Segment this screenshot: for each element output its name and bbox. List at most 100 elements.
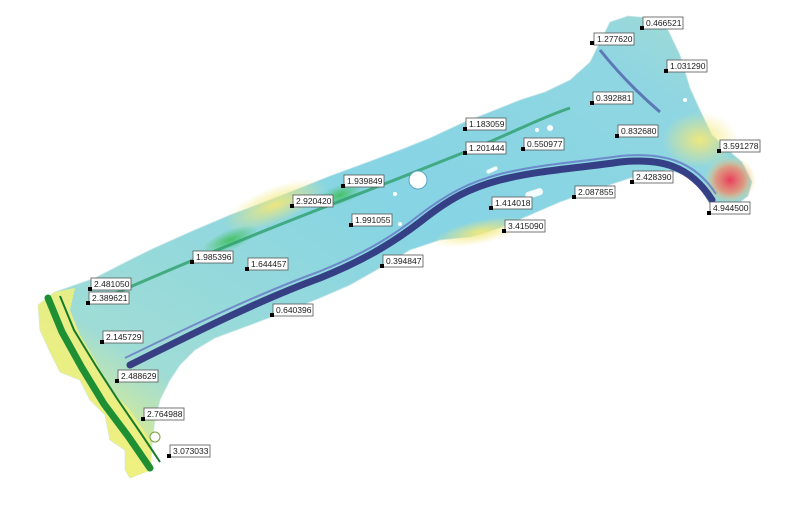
- probe-callout: 0.394847: [380, 254, 424, 268]
- probe-label-box: [709, 201, 751, 215]
- probe-value-label: 1.183059: [469, 119, 505, 129]
- probe-callout: 0.392881: [590, 91, 634, 105]
- probe-point: [489, 206, 493, 210]
- probe-label-box: [666, 59, 708, 73]
- channel-lower-dark: [126, 157, 716, 369]
- probe-label-box: [632, 170, 674, 184]
- probe-value-label: 2.087855: [578, 187, 614, 197]
- probe-point: [167, 454, 171, 458]
- probe-callout: 1.201444: [463, 141, 507, 155]
- probe-value-label: 4.944500: [713, 203, 749, 213]
- probe-label-box: [465, 141, 507, 155]
- pin-hole-e: [393, 192, 397, 196]
- probe-label-box: [88, 291, 130, 305]
- probe-value-label: 2.920420: [296, 196, 332, 206]
- probe-value-label: 2.764988: [147, 409, 183, 419]
- probe-label-box: [272, 303, 314, 317]
- probe-point: [245, 267, 249, 271]
- probe-callout: 2.920420: [290, 194, 334, 208]
- probe-label-box: [504, 219, 546, 233]
- probe-label-box: [292, 194, 334, 208]
- probe-point: [590, 101, 594, 105]
- probe-point: [349, 223, 353, 227]
- probe-label-box: [523, 137, 565, 151]
- probe-label-box: [90, 277, 132, 291]
- probe-value-label: 0.832680: [621, 126, 657, 136]
- probe-value-label: 1.985396: [196, 252, 232, 262]
- probe-label-box: [351, 213, 393, 227]
- probe-value-label: 1.277620: [597, 34, 633, 44]
- probe-label-box: [102, 330, 144, 344]
- probe-label-box: [642, 16, 684, 30]
- pin-hole-d: [398, 222, 402, 226]
- yellow-zone-center: [432, 216, 528, 248]
- probe-point: [190, 260, 194, 264]
- probe-point: [380, 264, 384, 268]
- probe-label-box: [574, 185, 616, 199]
- flange-edge-dark: [59, 295, 161, 463]
- probe-label-box: [192, 250, 234, 264]
- probe-label-box: [592, 91, 634, 105]
- probe-label-box: [169, 444, 211, 458]
- probe-value-label: 2.389621: [92, 293, 128, 303]
- probe-point: [463, 127, 467, 131]
- probe-value-label: 2.488629: [121, 371, 157, 381]
- pin-hole-c: [683, 98, 687, 102]
- probe-point: [630, 180, 634, 184]
- probe-label-box: [382, 254, 424, 268]
- probe-value-label: 1.939849: [347, 176, 383, 186]
- channel-lower-highlight: [124, 154, 717, 359]
- probe-value-label: 2.428390: [636, 172, 672, 182]
- probe-callout: 1.991055: [349, 213, 393, 227]
- probe-value-label: 0.550977: [527, 139, 563, 149]
- channel-upper-right: [598, 49, 661, 114]
- probe-callout: 1.183059: [463, 117, 507, 131]
- probe-value-label: 0.394847: [386, 256, 422, 266]
- mounting-hole-small: [149, 431, 161, 443]
- probe-callout: 0.466521: [640, 16, 684, 30]
- probe-label-box: [465, 117, 507, 131]
- green-spot-b: [201, 225, 259, 255]
- probe-point: [717, 149, 721, 153]
- probe-callout: 1.031290: [664, 59, 708, 73]
- probe-callout: 0.550977: [521, 137, 565, 151]
- probe-point: [664, 69, 668, 73]
- probe-point: [341, 184, 345, 188]
- yellow-zone-right: [662, 112, 738, 168]
- probe-label-box: [247, 257, 289, 271]
- probe-callout: 0.640396: [270, 303, 314, 317]
- probe-callout: 0.832680: [615, 124, 659, 138]
- probe-callout: 2.488629: [115, 369, 159, 383]
- probe-value-label: 3.591278: [723, 141, 759, 151]
- probe-callout: 2.481050: [88, 277, 132, 291]
- probe-callout: 4.944500: [707, 201, 751, 215]
- probe-value-label: 1.644457: [251, 259, 287, 269]
- flange-edge-green: [44, 294, 154, 472]
- probe-point: [707, 211, 711, 215]
- probe-callout: 2.389621: [86, 291, 130, 305]
- probe-value-label: 0.640396: [276, 305, 312, 315]
- probe-callout: 1.644457: [245, 257, 289, 271]
- probe-point: [640, 26, 644, 30]
- probe-value-label: 1.031290: [670, 61, 706, 71]
- probe-point: [270, 313, 274, 317]
- probe-point: [615, 134, 619, 138]
- probe-point: [572, 195, 576, 199]
- pin-hole-a: [547, 125, 553, 131]
- slot-a: [525, 188, 544, 199]
- probe-label-box: [617, 124, 659, 138]
- mounting-hole-large: [408, 170, 428, 190]
- probe-callout: 3.073033: [167, 444, 211, 458]
- probe-point: [88, 287, 92, 291]
- probe-callout: 3.415090: [502, 219, 546, 233]
- probe-callout: 3.591278: [717, 139, 761, 153]
- probe-label-box: [491, 196, 533, 210]
- probe-point: [502, 229, 506, 233]
- probe-label-box: [343, 174, 385, 188]
- probe-callout: 2.764988: [141, 407, 185, 421]
- probe-value-label: 3.073033: [173, 446, 209, 456]
- probe-point: [86, 301, 90, 305]
- probe-point: [290, 204, 294, 208]
- probe-point: [141, 417, 145, 421]
